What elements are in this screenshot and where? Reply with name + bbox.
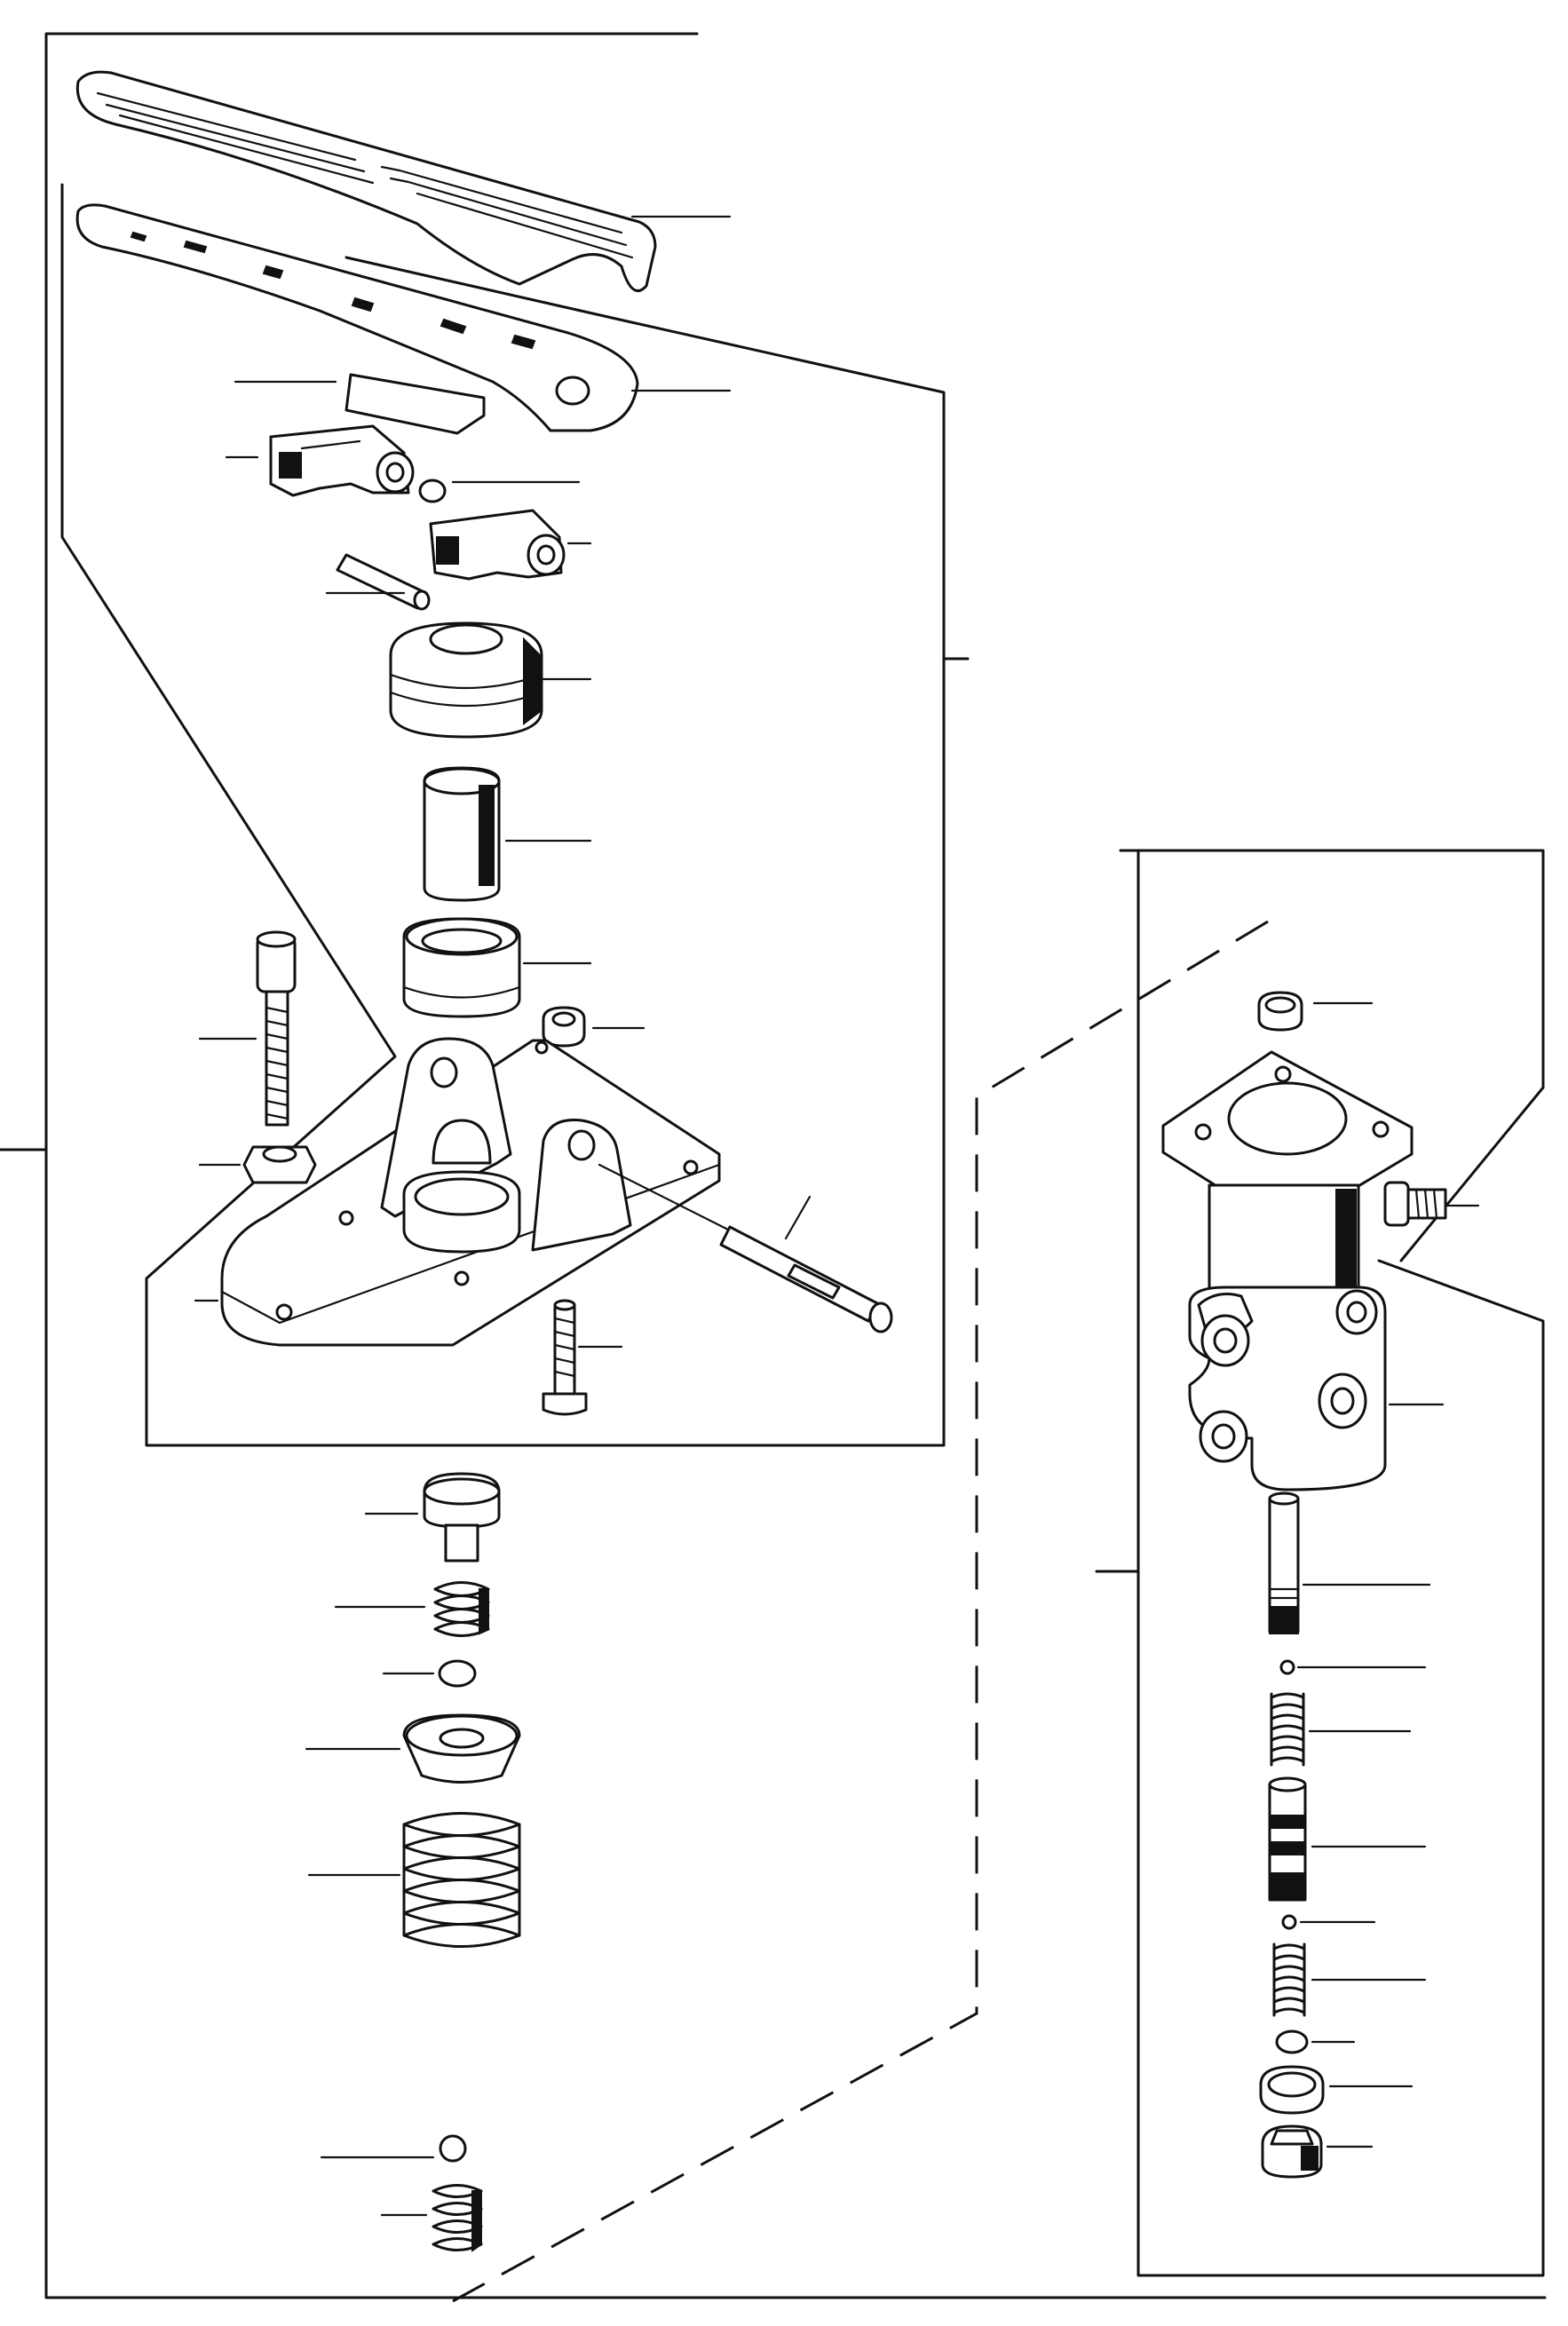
valve-subassembly-frame (1095, 849, 1545, 2277)
pivot-pin (336, 553, 431, 611)
roller-bracket-left (269, 424, 415, 497)
o-ring (438, 1659, 477, 1688)
flange-screw (1383, 1181, 1447, 1227)
roller-bracket-right (429, 509, 566, 581)
dashed-connection-line (452, 920, 1269, 2303)
main-spring (402, 1812, 521, 1948)
spring-2 (1272, 1942, 1306, 2017)
washer (1259, 2065, 1325, 2115)
ball (439, 2134, 467, 2163)
spring-seat (423, 1472, 501, 1563)
pedal-arm (75, 203, 639, 432)
circlip (418, 479, 447, 503)
snap-ring (1275, 2029, 1309, 2054)
plunger (423, 766, 501, 902)
pedal-pad (75, 70, 657, 292)
shaft (598, 1163, 893, 1333)
valve-spool (1268, 1491, 1300, 1634)
end-plug (1261, 2124, 1323, 2179)
valve-piston (1268, 1776, 1307, 1902)
spacer-plate (344, 373, 486, 435)
base-plate (220, 1037, 721, 1347)
top-seal (1257, 991, 1303, 1032)
mounting-screw (542, 1299, 588, 1416)
inner-spring (433, 1581, 490, 1637)
small-o-ring-1 (1279, 1659, 1295, 1675)
ball-spring (432, 2184, 483, 2252)
guide-bushing (402, 917, 521, 1018)
valve-body (1161, 1050, 1414, 1491)
cap-screw (256, 930, 297, 1127)
rubber-boot (389, 621, 543, 739)
small-nut (542, 1006, 586, 1048)
pedal-subassembly-frame (60, 183, 970, 1447)
small-o-ring-2 (1281, 1914, 1297, 1930)
spring-retainer (402, 1713, 521, 1784)
leader-shaft (784, 1195, 812, 1240)
outer-frame (0, 32, 1547, 2299)
hex-nut (242, 1145, 317, 1184)
spring-1 (1270, 1692, 1305, 1767)
